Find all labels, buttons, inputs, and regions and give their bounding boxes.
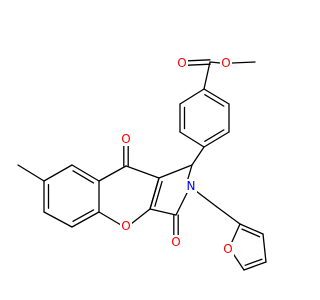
bond-31	[98, 211, 122, 226]
molecule-structure: O O O O O N O	[17, 56, 267, 271]
structure-canvas: O O O O O N O	[17, 56, 267, 271]
atom-label-bg-n-lactam	[185, 179, 197, 193]
bond-12	[187, 63, 211, 66]
bond-49	[241, 228, 261, 238]
bond-14	[231, 61, 256, 64]
bond-46	[243, 261, 267, 271]
bond-33	[71, 164, 100, 182]
bond-layer	[17, 59, 267, 271]
bond-10	[203, 61, 211, 90]
bond-29	[98, 165, 127, 182]
bond-3	[203, 131, 230, 148]
atom-label-bg-o-furan-ring	[222, 242, 234, 256]
atom-label-bg-o-lactam-carbonyl	[170, 235, 182, 249]
bond-44	[239, 223, 264, 235]
bond-11	[187, 59, 211, 62]
bond-37	[71, 211, 100, 228]
bond-40	[72, 209, 95, 222]
bond-48	[230, 223, 241, 245]
atom-label-o-lactam-carbonyl: O	[171, 235, 180, 249]
bond-23	[154, 180, 163, 207]
bond-43	[216, 206, 241, 225]
bond-13	[209, 61, 221, 64]
bond-7	[204, 94, 225, 107]
bond-4	[179, 131, 205, 148]
bond-1	[203, 88, 230, 105]
bond-18	[175, 190, 189, 216]
bond-19	[149, 208, 177, 216]
bond-15	[191, 146, 205, 166]
bond-22	[149, 177, 160, 210]
atom-label-o-pyran-ring: O	[121, 219, 130, 233]
bond-16	[158, 164, 193, 179]
bond-42	[195, 190, 218, 208]
atom-label-layer: O O O O O N O	[120, 56, 234, 256]
bond-45	[262, 233, 267, 263]
bond-41	[17, 164, 45, 182]
bond-8	[204, 129, 225, 142]
bond-38	[72, 170, 95, 184]
atom-label-bg-o-ester-carbonyl	[176, 56, 188, 70]
atom-label-bg-o-ester-ether	[220, 56, 232, 70]
bond-26	[125, 165, 160, 179]
bond-34	[43, 164, 73, 182]
atom-label-o-furan-ring: O	[223, 242, 232, 256]
atom-label-o-ester-carbonyl: O	[177, 56, 186, 70]
atom-label-n-lactam: N	[187, 179, 196, 193]
atom-label-bg-o-chromone-ketone	[120, 132, 132, 146]
bond-36	[43, 211, 73, 228]
bond-32	[130, 208, 151, 225]
atom-label-bg-o-pyran-ring	[120, 219, 132, 233]
atom-label-o-ester-ether: O	[221, 56, 230, 70]
atom-label-o-chromone-ketone: O	[121, 132, 130, 146]
bond-6	[179, 88, 205, 105]
bond-50	[244, 258, 263, 266]
